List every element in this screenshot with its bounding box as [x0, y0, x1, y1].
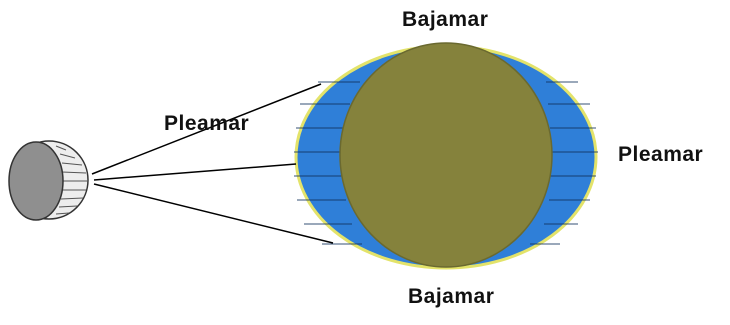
earth: [340, 43, 552, 267]
high-tide-label-right: Pleamar: [618, 143, 703, 167]
high-tide-label-left: Pleamar: [164, 112, 249, 136]
moon: [9, 141, 88, 220]
low-tide-label-top: Bajamar: [402, 8, 488, 32]
low-tide-label-bottom: Bajamar: [408, 285, 494, 309]
line-to-middle: [94, 164, 296, 180]
line-to-bottom: [94, 184, 333, 243]
